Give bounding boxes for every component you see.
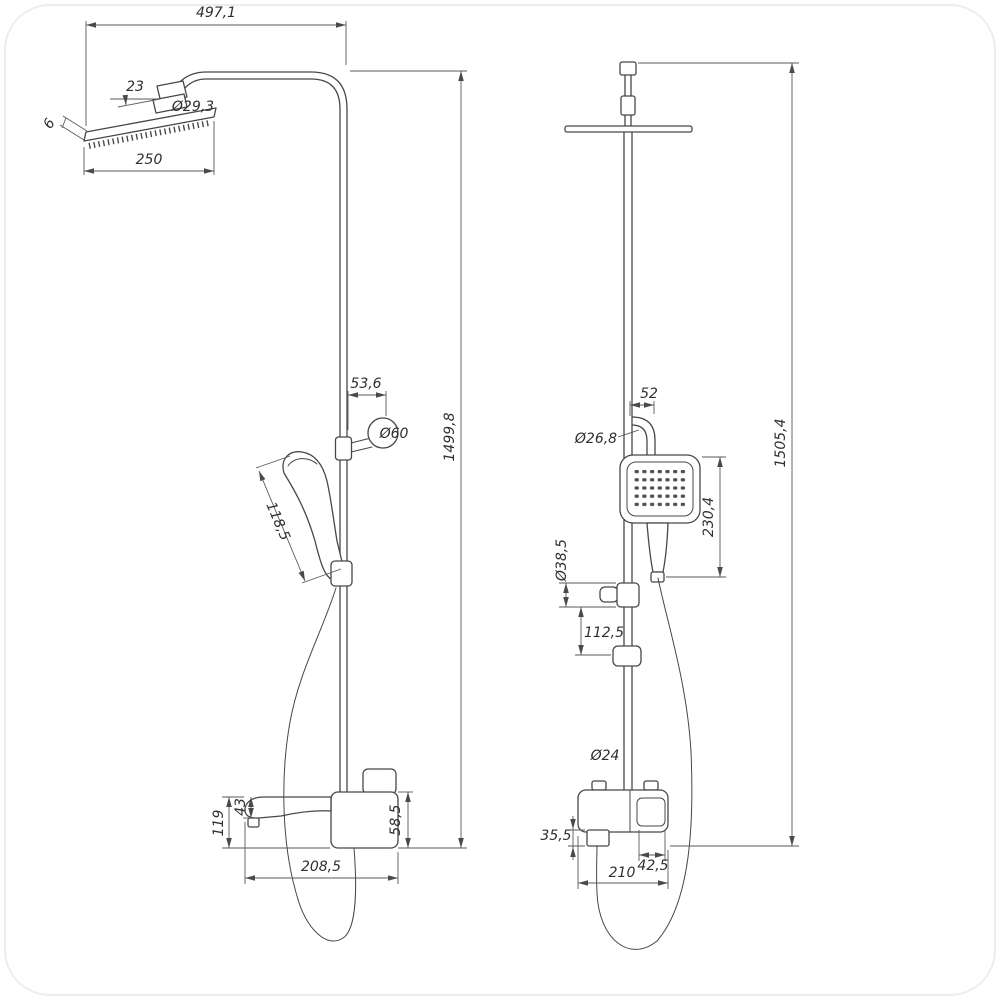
dim-arm-diameter: Ø26,8 bbox=[574, 431, 617, 447]
side-spout-outlet bbox=[247, 817, 260, 828]
dim-spout-reach: 208,5 bbox=[301, 859, 341, 875]
side-wall-bracket bbox=[334, 417, 399, 461]
side-riser-outer-line bbox=[168, 71, 348, 796]
front-holder-knob bbox=[599, 586, 619, 603]
side-spout bbox=[244, 796, 332, 819]
front-hand-shower bbox=[619, 454, 701, 583]
front-mixer-handle bbox=[636, 797, 666, 827]
side-hose bbox=[283, 587, 357, 942]
front-mixer bbox=[577, 780, 669, 847]
front-shower-arm bbox=[631, 416, 656, 458]
dim-bracket-offset: 53,6 bbox=[350, 376, 381, 392]
side-mixer-body bbox=[330, 791, 399, 849]
side-riser-pipe bbox=[168, 71, 348, 796]
angle-arc bbox=[122, 94, 129, 106]
dim-overall-height: 1499,8 bbox=[442, 412, 458, 461]
page-frame bbox=[4, 4, 996, 996]
side-head-connector-base bbox=[152, 93, 188, 114]
side-bracket-arm-bottom bbox=[350, 446, 373, 453]
dim-hand-shower-length: 118,5 bbox=[262, 500, 292, 543]
side-hand-shower-holder bbox=[330, 560, 353, 587]
front-lower-clamp bbox=[612, 645, 642, 667]
dim-head-size: 250 bbox=[136, 152, 163, 168]
dim-mixer-height: 119 bbox=[211, 810, 227, 837]
dim-leader-line bbox=[617, 429, 640, 438]
dim-head-angle: 23 bbox=[126, 79, 144, 95]
front-hand-shower-handle bbox=[646, 522, 669, 573]
front-spray-nozzles bbox=[634, 469, 688, 509]
side-head-nozzles bbox=[88, 120, 210, 149]
dim-riser-diameter: Ø24 bbox=[590, 748, 620, 764]
front-arm-outer bbox=[631, 416, 656, 458]
dim-pipe-diameter: Ø29,3 bbox=[171, 99, 214, 115]
front-holder-ring bbox=[616, 582, 640, 608]
front-top-cap bbox=[619, 61, 637, 76]
side-bracket-arm-top bbox=[350, 437, 372, 444]
dim-holder-spacing: 112,5 bbox=[584, 625, 624, 641]
side-hand-shower bbox=[282, 451, 353, 587]
side-head-plate bbox=[83, 107, 217, 142]
dim-handle-width: 42,5 bbox=[637, 858, 668, 874]
front-mixer-connector bbox=[591, 780, 607, 791]
dim-spout-drop: 43 bbox=[233, 798, 249, 816]
side-shower-head bbox=[83, 80, 217, 149]
front-hose bbox=[596, 577, 693, 950]
dim-overall-height-front: 1505,4 bbox=[773, 419, 789, 468]
dim-mixer-width: 210 bbox=[609, 865, 636, 881]
front-dimensions: 52 Ø26,8 230,4 Ø38,5 112,5 1505,4 bbox=[540, 62, 799, 889]
dim-outlet-height: 35,5 bbox=[540, 828, 571, 844]
front-view: 52 Ø26,8 230,4 Ø38,5 112,5 1505,4 bbox=[540, 61, 799, 950]
side-riser-inner-line bbox=[174, 78, 341, 796]
dim-mixer-body-height: 58,5 bbox=[388, 804, 404, 835]
dim-line-hand-shower-length bbox=[258, 470, 306, 582]
dim-hand-shower-height: 230,4 bbox=[701, 497, 717, 537]
front-arm-inner bbox=[631, 424, 648, 458]
dim-overall-width: 497,1 bbox=[196, 5, 236, 21]
dim-extension-line bbox=[255, 455, 291, 469]
dim-extension-line bbox=[301, 568, 342, 584]
front-mixer-connector bbox=[643, 780, 659, 791]
side-diverter-knob bbox=[362, 768, 397, 795]
dim-holder-diameter: Ø38,5 bbox=[554, 539, 570, 582]
side-view: 497,1 23 6 Ø29,3 250 53,6 Ø60 bbox=[40, 5, 467, 942]
front-shower-head bbox=[564, 125, 693, 133]
dim-extension-line bbox=[59, 124, 85, 141]
side-bracket-knob bbox=[367, 417, 399, 449]
front-hose-nut bbox=[650, 571, 665, 583]
side-dimensions: 497,1 23 6 Ø29,3 250 53,6 Ø60 bbox=[40, 5, 467, 884]
front-holder-bracket bbox=[599, 582, 640, 608]
side-bracket-clamp bbox=[334, 436, 353, 461]
dim-knob-diameter: Ø60 bbox=[379, 426, 409, 442]
front-riser-pipe bbox=[619, 61, 637, 793]
front-mixer-outlet bbox=[586, 829, 610, 847]
dim-extension-line bbox=[62, 115, 88, 132]
dim-head-thickness: 6 bbox=[40, 116, 58, 132]
dim-arm-offset: 52 bbox=[640, 386, 658, 402]
side-hand-shower-face-line bbox=[287, 458, 318, 467]
dim-line-head-thickness bbox=[61, 117, 67, 129]
side-mixer bbox=[244, 768, 399, 849]
front-coupling-nut bbox=[620, 95, 636, 116]
angle-plane-line bbox=[117, 98, 161, 108]
